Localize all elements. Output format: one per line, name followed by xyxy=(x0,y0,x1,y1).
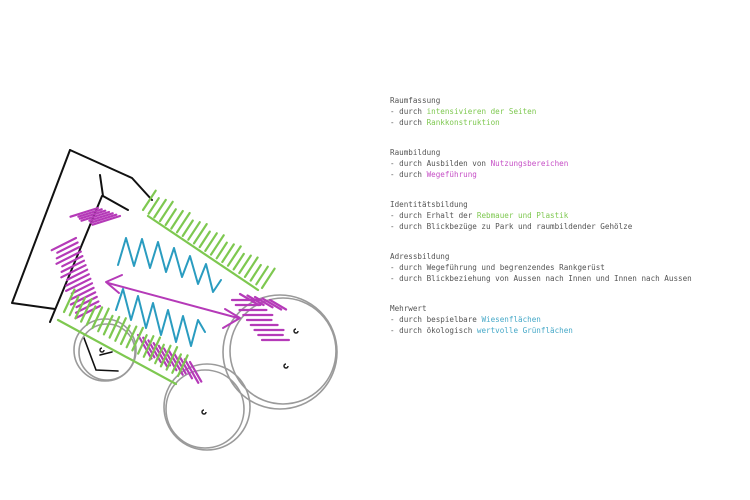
tree-crown-middle xyxy=(163,363,251,451)
concept-legend: Raumfassung- durch intensivieren der Sei… xyxy=(390,95,745,355)
tree-circles xyxy=(73,294,338,451)
legend-item: - durch bespielbare Wiesenflächen xyxy=(390,314,745,325)
legend-item: - durch Erhalt der Rebmauer und Plastik xyxy=(390,210,745,221)
facade-green-hatch xyxy=(56,189,276,386)
tree-trunk-markers xyxy=(99,328,299,415)
legend-text: - durch xyxy=(390,107,427,116)
legend-text: - durch Erhalt der xyxy=(390,211,477,220)
legend-text: - durch Blickbeziehung von Aussen nach I… xyxy=(390,274,692,283)
legend-highlight: Wiesenflächen xyxy=(481,315,541,324)
legend-section-title: Raumbildung xyxy=(390,148,441,157)
legend-section-title: Identitätsbildung xyxy=(390,200,468,209)
meadow-zigzag-upper xyxy=(117,237,222,293)
legend-text: - durch xyxy=(390,170,427,179)
legend-highlight: Rebmauer und Plastik xyxy=(476,211,569,220)
path-arrow xyxy=(105,274,241,329)
legend-section-title: Raumfassung xyxy=(390,96,441,105)
legend-section: Mehrwert- durch bespielbare Wiesenfläche… xyxy=(390,303,745,336)
legend-item: - durch intensivieren der Seiten xyxy=(390,106,745,117)
legend-section-title: Adressbildung xyxy=(390,252,450,261)
legend-highlight: Wegeführung xyxy=(426,170,477,179)
legend-item: - durch Blickbeziehung von Aussen nach I… xyxy=(390,273,745,284)
legend-item: - durch Rankkonstruktion xyxy=(390,117,745,128)
legend-text: - durch ökologisch xyxy=(390,326,477,335)
legend-text: - durch xyxy=(390,118,427,127)
legend-section: Raumfassung- durch intensivieren der Sei… xyxy=(390,95,745,128)
legend-item: - durch Wegeführung xyxy=(390,169,745,180)
legend-highlight: Rankkonstruktion xyxy=(426,118,500,127)
legend-text: - durch Wegeführung und begrenzendes Ran… xyxy=(390,263,605,272)
legend-highlight: wertvolle Grünflächen xyxy=(476,326,573,335)
legend-text: - durch Ausbilden von xyxy=(390,159,491,168)
legend-highlight: intensivieren der Seiten xyxy=(426,107,537,116)
meadow-zigzag-lower xyxy=(115,288,206,347)
legend-item: - durch ökologisch wertvolle Grünflächen xyxy=(390,325,745,336)
legend-section: Raumbildung- durch Ausbilden von Nutzung… xyxy=(390,147,745,180)
tree-crown-large xyxy=(222,294,338,410)
legend-text: - durch bespielbare xyxy=(390,315,482,324)
legend-section: Adressbildung - durch Wegeführung und beg… xyxy=(390,251,745,284)
legend-section-title: Mehrwert xyxy=(390,304,427,313)
legend-item: - durch Blickbezüge zu Park und raumbild… xyxy=(390,221,745,232)
legend-item: - durch Wegeführung und begrenzendes Ran… xyxy=(390,262,745,273)
building-outline xyxy=(11,149,153,323)
legend-highlight: Nutzungsbereichen xyxy=(490,159,569,168)
legend-section: Identitätsbildung- durch Erhalt der Rebm… xyxy=(390,199,745,232)
legend-text: - durch Blickbezüge zu Park und raumbild… xyxy=(390,222,633,231)
legend-item: - durch Ausbilden von Nutzungsbereichen xyxy=(390,158,745,169)
building-outline-secondary xyxy=(83,337,119,372)
